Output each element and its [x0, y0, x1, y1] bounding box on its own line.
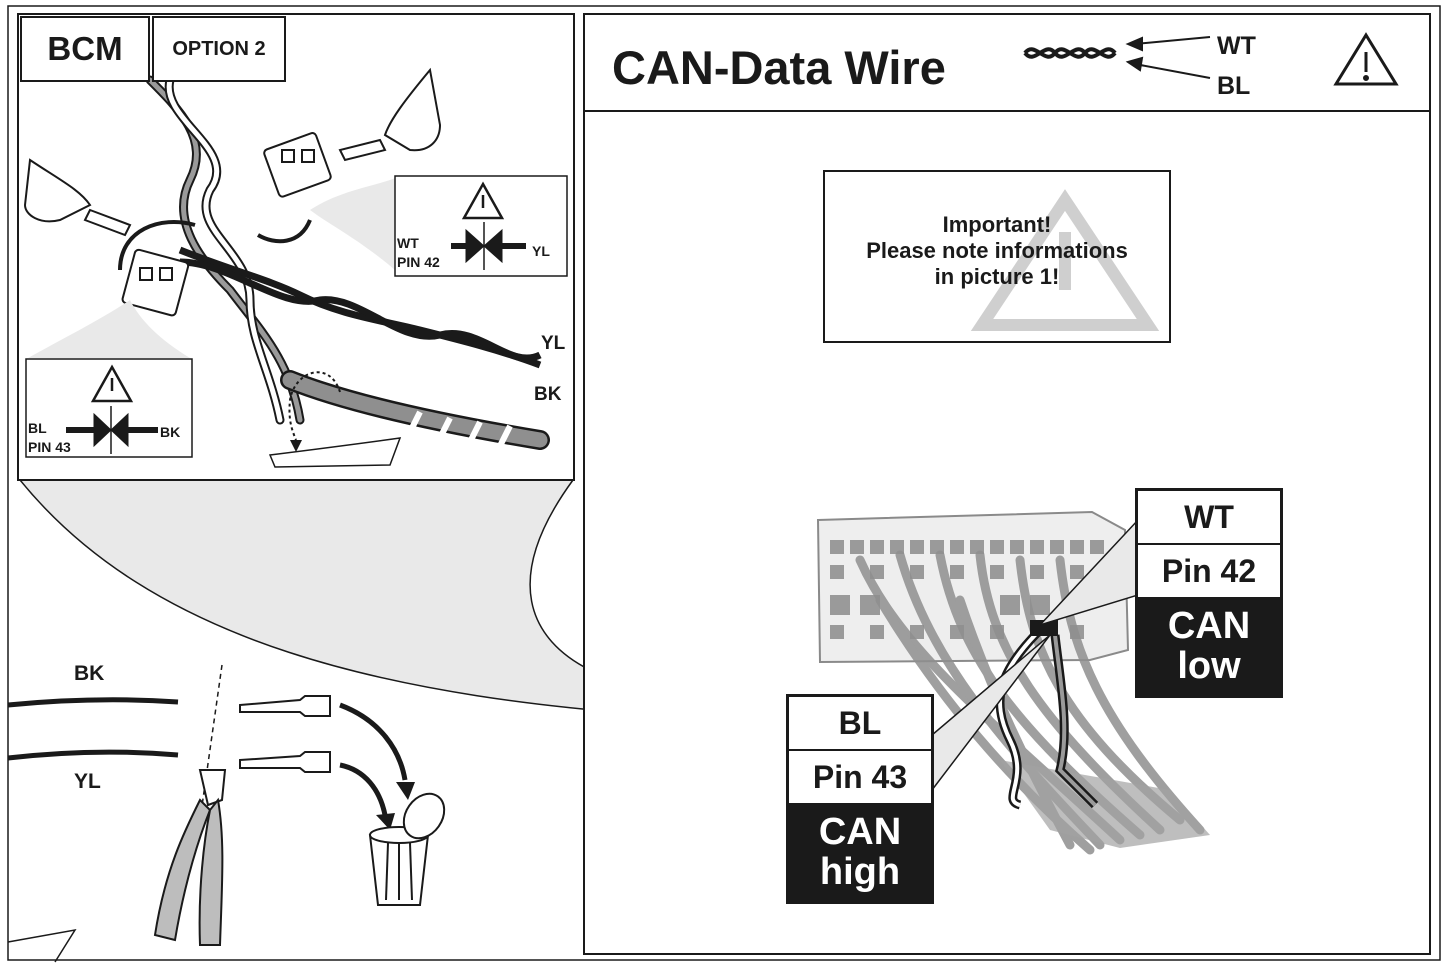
zoom-wedge-bottom [28, 300, 190, 358]
warn-box-bottom [25, 358, 193, 458]
warn-bottom-wire-color: BL [28, 420, 47, 436]
pin-bl-number: Pin 43 [789, 751, 931, 805]
panel-title: CAN-Data Wire [612, 41, 946, 94]
warn-bottom-pin: PIN 43 [28, 439, 71, 455]
pin-wt-signal-line2: low [1177, 645, 1241, 687]
cut-wire-label-top: BK [74, 662, 105, 685]
cut-wires [7, 697, 179, 761]
connector-clip-right [263, 132, 332, 198]
hand-left [23, 158, 132, 237]
page-corner-fold [7, 928, 77, 963]
twisted-pair-label-top: YL [541, 333, 566, 354]
warn-bottom-target-color: BK [160, 424, 181, 440]
terminal-pieces [239, 695, 331, 773]
pin-bl-signal-line2: high [819, 851, 901, 893]
warning-icon-bottom [90, 364, 134, 403]
trash-bin-icon [368, 792, 446, 906]
pin-bl-signal-line1: CAN [818, 811, 902, 854]
twisted-wire-icon [1023, 47, 1117, 59]
cut-wire-label-bottom: YL [74, 770, 101, 793]
warning-icon-top [461, 181, 505, 220]
black-twisted-pair [178, 246, 542, 369]
twisted-pair-label-bottom: BK [534, 384, 562, 405]
connector-clip-left [121, 248, 190, 317]
disposal-arrows [339, 702, 408, 816]
note-text: Important! Please note informations in p… [826, 212, 1168, 290]
legend-arrows [1125, 36, 1211, 79]
pin-crimp-icon-top [451, 222, 526, 270]
pin-wt-signal: CAN low [1138, 599, 1280, 695]
right-panel-frame [583, 13, 1431, 955]
pin-crimp-icon-bottom [66, 406, 158, 454]
rotation-arrows [118, 219, 312, 271]
pin-label-bl: BL Pin 43 CAN high [786, 694, 934, 904]
legend-label-bl: BL [1217, 72, 1251, 100]
bcm-title: BCM [20, 16, 150, 82]
legend-label-wt: WT [1217, 32, 1256, 60]
cutting-pliers-icon [153, 769, 227, 946]
note-line-2: Please note informations [866, 238, 1128, 263]
pin-bl-color: BL [789, 697, 931, 751]
warning-icon-header [1333, 32, 1399, 86]
warn-box-top [394, 175, 568, 277]
note-watermark-icon [970, 189, 1160, 331]
dotted-fold-arrow [288, 371, 341, 441]
pin-wt-signal-line1: CAN [1167, 605, 1251, 648]
pin-label-wt: WT Pin 42 CAN low [1135, 488, 1283, 698]
outer-frame [7, 5, 1441, 961]
bcm-connector [816, 510, 1210, 855]
pin-wt-number: Pin 42 [1138, 545, 1280, 599]
pin-bl-signal: CAN high [789, 805, 931, 901]
twisted-grey-wires [145, 75, 305, 425]
note-line-3: in picture 1! [934, 264, 1060, 289]
warn-top-pin: PIN 42 [397, 254, 440, 270]
cut-line [199, 664, 223, 821]
note-line-1: Important! [942, 212, 1052, 237]
warn-top-wire-color: WT [397, 235, 419, 251]
warn-top-target-color: YL [532, 243, 550, 259]
hand-right [338, 67, 442, 162]
cable-end [280, 370, 550, 450]
note-box [823, 170, 1171, 343]
option-label: OPTION 2 [152, 16, 286, 82]
pin-wt-color: WT [1138, 491, 1280, 545]
zoom-wedge-top [310, 178, 395, 270]
